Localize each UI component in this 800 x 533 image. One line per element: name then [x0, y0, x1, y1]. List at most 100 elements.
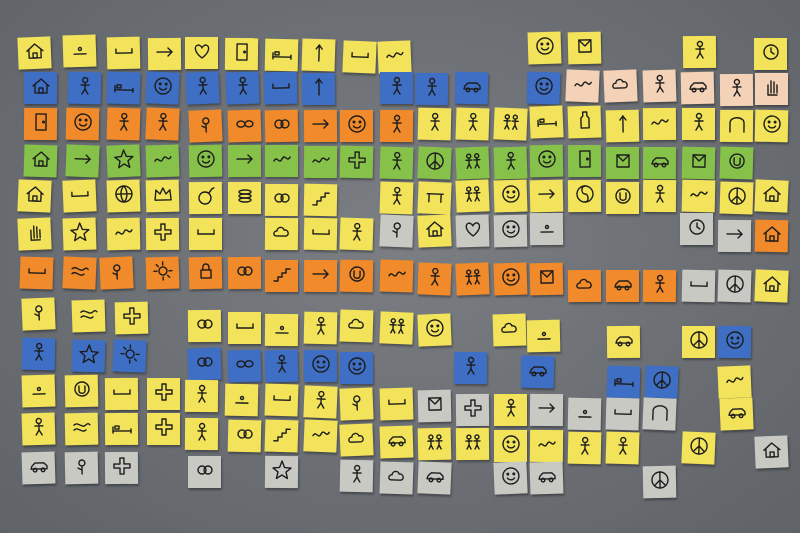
cloud-icon	[497, 315, 522, 345]
arch-icon	[647, 399, 672, 429]
sticky-note-orange	[455, 262, 490, 296]
house-icon	[759, 271, 784, 301]
sticky-note-grey	[754, 435, 789, 469]
face-icon	[498, 463, 523, 493]
sticky-note-yellow	[264, 419, 299, 453]
scribble-icon	[111, 219, 136, 248]
sticky-note-yellow	[339, 423, 374, 457]
sticky-note-yellow	[494, 394, 527, 426]
sticky-note-yellow	[377, 40, 412, 74]
circle-icon	[69, 376, 94, 405]
sticky-note-orange	[379, 109, 414, 143]
sticky-note-yellow	[339, 217, 374, 251]
sticky-note-orange	[188, 256, 223, 290]
sticky-note-grey	[339, 459, 374, 493]
dot-icon	[534, 214, 558, 243]
clock-icon	[685, 215, 709, 244]
cloud-icon	[608, 71, 633, 101]
sticky-note-yellow	[754, 179, 789, 213]
sticky-note-yellow	[567, 431, 602, 465]
flower-icon	[69, 453, 94, 482]
sticky-note-peach	[565, 69, 600, 103]
sticky-note-green	[606, 147, 639, 179]
face-icon	[345, 354, 369, 383]
dot-icon	[229, 385, 254, 414]
stick-icon	[306, 40, 331, 70]
person-icon	[344, 219, 369, 249]
peace-icon	[649, 367, 674, 397]
sticky-note-blue	[454, 71, 489, 105]
sticky-note-orange	[303, 259, 338, 293]
person-icon	[269, 351, 294, 380]
sticky-note-green	[417, 146, 452, 180]
scribble-icon	[686, 181, 711, 210]
box-icon	[611, 149, 635, 178]
globe-icon	[111, 181, 136, 211]
sticky-note-yellow	[379, 425, 414, 459]
sticky-note-orange	[303, 109, 338, 143]
line-icon	[233, 314, 257, 343]
sticky-note-yellow	[184, 379, 219, 413]
wave-icon	[67, 258, 92, 288]
sticky-note-orange	[567, 269, 602, 303]
sticky-note-grey	[681, 269, 716, 303]
arrow-icon	[232, 146, 256, 175]
sticky-note-yellow	[342, 40, 377, 74]
sticky-note-yellow	[681, 179, 716, 213]
sticky-note-yellow	[106, 217, 141, 251]
sticky-note-yellow	[224, 383, 259, 417]
sticky-note-orange	[340, 110, 373, 142]
arrow-icon	[534, 395, 558, 424]
house-icon	[759, 181, 784, 211]
sticky-note-grey	[379, 214, 414, 248]
star-icon	[111, 146, 136, 176]
sticky-note-peach	[680, 71, 715, 105]
sticky-note-blue	[112, 339, 147, 373]
sticky-note-yellow	[455, 427, 490, 461]
person-icon	[308, 387, 333, 417]
sticky-note-yellow	[754, 109, 789, 143]
face-icon	[345, 112, 369, 141]
scribble-icon	[534, 431, 558, 460]
person-icon	[572, 433, 597, 462]
line-icon	[308, 219, 333, 248]
sticky-note-grey	[529, 461, 564, 495]
face-icon	[759, 111, 784, 140]
scribble-icon	[150, 146, 175, 176]
sticky-note-yellow	[64, 374, 99, 408]
cloud-icon	[572, 271, 596, 300]
bed-icon	[534, 107, 559, 137]
sticky-note-yellow	[719, 109, 754, 143]
sticky-note-yellow	[21, 374, 56, 408]
sticky-note-yellow	[455, 179, 490, 213]
sticky-note-blue	[67, 71, 102, 105]
sticky-note-green	[493, 146, 528, 180]
car-icon	[724, 399, 749, 429]
sticky-note-yellow	[754, 269, 789, 303]
person-icon	[724, 75, 748, 104]
sticky-note-grey	[417, 389, 452, 423]
dot-icon	[269, 315, 293, 344]
door-icon	[572, 146, 596, 175]
sticky-note-yellow	[567, 31, 602, 65]
sticky-note-green	[227, 144, 262, 178]
clock-icon	[759, 40, 783, 69]
sticky-note-yellow	[754, 38, 787, 70]
wave-icon	[76, 301, 101, 331]
sticky-note-green	[567, 144, 602, 178]
star-icon	[76, 341, 101, 371]
sticky-note-yellow	[529, 179, 564, 213]
person-icon	[687, 110, 711, 139]
line-icon	[111, 38, 136, 67]
sticky-note-yellow	[71, 299, 106, 333]
arch-icon	[724, 111, 748, 140]
sticky-note-orange	[145, 107, 180, 141]
line-icon	[268, 73, 293, 102]
sticky-note-grey	[605, 397, 640, 431]
person-icon	[26, 339, 51, 368]
sticky-note-grey	[455, 214, 490, 248]
sticky-note-grey	[493, 214, 528, 248]
people-icon	[384, 313, 409, 343]
sticky-note-yellow	[455, 107, 490, 141]
